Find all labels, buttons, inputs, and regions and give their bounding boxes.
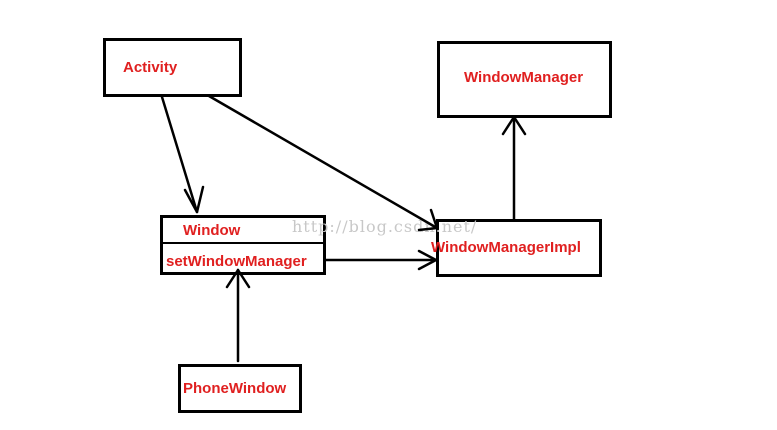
edge-method-impl-head (417, 249, 438, 271)
window-manager-impl-node (436, 219, 602, 277)
window-manager-node (437, 41, 612, 118)
window-manager-label: WindowManager (464, 69, 584, 86)
activity-node (103, 38, 242, 97)
edge-activity-impl (207, 94, 439, 230)
edge-impl-wm-head (501, 115, 527, 136)
window-node-divider (160, 242, 326, 244)
set-window-manager-label: setWindowManager (166, 253, 307, 270)
window-label: Window (183, 222, 241, 239)
window-manager-impl-label: WindowManagerImpl (431, 239, 581, 256)
edge-activity-impl-head (417, 208, 439, 232)
edge-activity-window (160, 95, 199, 214)
edge-phone-method-head (225, 268, 251, 289)
activity-label: Activity (123, 59, 178, 76)
window-node (160, 215, 326, 275)
phone-window-node (178, 364, 302, 413)
watermark-text: http://blog.csdn.net/ (292, 217, 478, 236)
edge-activity-window-head (183, 185, 205, 214)
phone-window-label: PhoneWindow (183, 380, 287, 397)
